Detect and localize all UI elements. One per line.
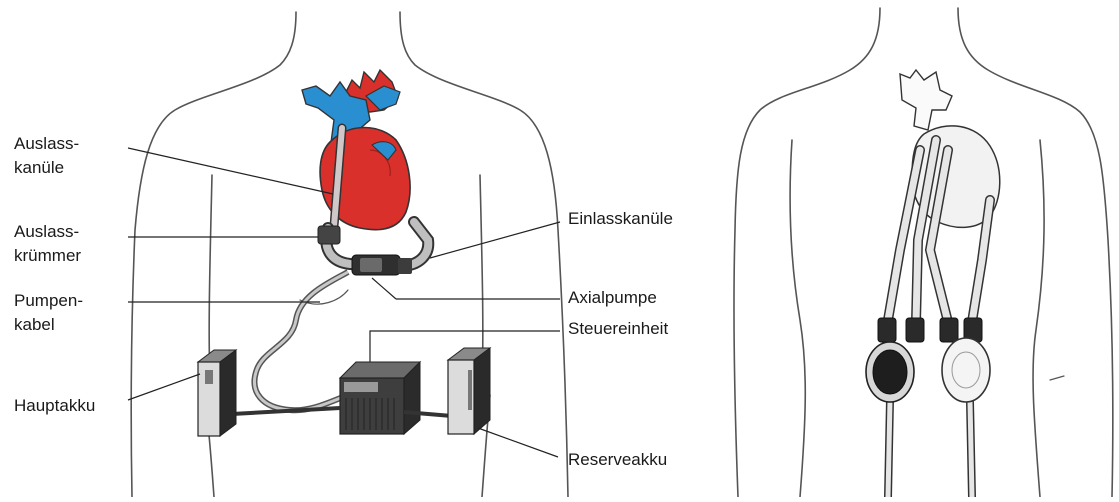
label-auslass-kanule-line1: Auslass- — [14, 132, 79, 156]
heart-icon — [302, 70, 410, 230]
label-pumpen-kabel-line1: Pumpen- — [14, 289, 83, 313]
label-auslass-krummer-line1: Auslass- — [14, 220, 79, 244]
label-steuereinheit: Steuereinheit — [568, 317, 668, 341]
label-einlasskanule: Einlasskanüle — [568, 207, 673, 231]
label-hauptakku: Hauptakku — [14, 394, 95, 418]
controller-icon — [340, 362, 420, 434]
battery-icon — [448, 348, 490, 434]
label-axialpumpe: Axialpumpe — [568, 286, 657, 310]
battery-icon — [198, 350, 236, 436]
label-auslass-kanule-line2: kanüle — [14, 156, 64, 180]
driveline-cable — [254, 272, 348, 410]
label-pumpen-kabel-line2: kabel — [14, 313, 55, 337]
axial-pump-icon — [866, 338, 990, 402]
label-auslass-krummer-line2: krümmer — [14, 244, 81, 268]
label-reserveakku: Reserveakku — [568, 448, 667, 472]
